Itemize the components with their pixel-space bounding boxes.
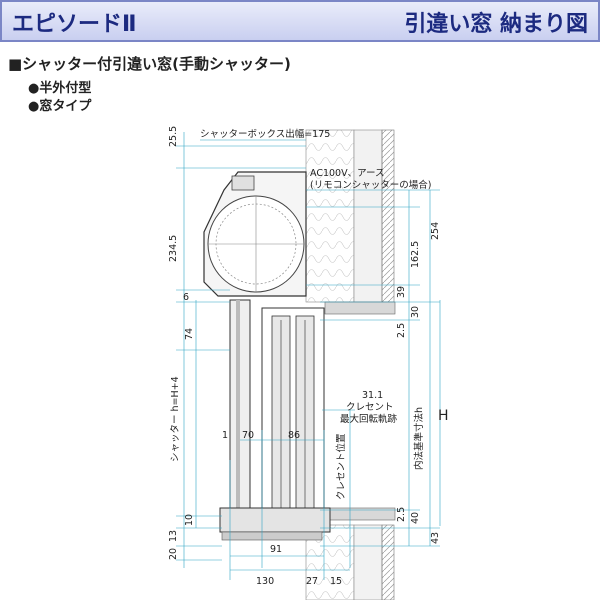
note-ac-1: AC100V、アース (310, 168, 385, 179)
wall (305, 129, 396, 600)
note-crescent-2: 最大回転軌跡 (340, 413, 398, 425)
dim-H: H (438, 408, 449, 424)
dim-inner-h: 内法基準寸法h (413, 407, 425, 470)
dim-20: 20 (168, 548, 179, 560)
bullet-window: ●窓タイプ (28, 99, 92, 114)
dim-43: 43 (430, 532, 441, 544)
shutter-box (203, 171, 307, 297)
note-ac-2: (リモコンシャッターの場合) (310, 179, 431, 191)
dim-2-5-top: 2.5 (396, 323, 407, 338)
dim-86: 86 (288, 430, 300, 441)
dim-shutter-h: シャッター h=H+4 (170, 376, 181, 462)
dim-162-5: 162.5 (410, 241, 421, 268)
dim-27: 27 (306, 576, 318, 587)
dim-15: 15 (330, 576, 342, 587)
dim-13: 13 (168, 530, 179, 542)
dim-1: 1 (222, 430, 228, 441)
title-bar: エピソードⅡ 引違い窓 納まり図 (0, 0, 600, 42)
dimension-lines (176, 132, 441, 580)
page-title: 引違い窓 納まり図 (404, 12, 588, 37)
dim-2-5-bot: 2.5 (396, 507, 407, 522)
dim-40: 40 (410, 512, 421, 524)
dim-70: 70 (242, 430, 254, 441)
dim-30: 30 (410, 306, 421, 318)
dim-234-5: 234.5 (168, 235, 179, 262)
dim-25-5: 25.5 (168, 126, 179, 147)
dim-6: 6 (183, 292, 189, 303)
dim-254: 254 (430, 222, 441, 240)
section-title: ■シャッター付引違い窓(手動シャッター) (8, 55, 291, 73)
dim-box-width: シャッターボックス出幅=175 (200, 128, 330, 140)
dim-74: 74 (184, 328, 195, 340)
series-name: エピソードⅡ (12, 12, 137, 37)
window-section (219, 299, 331, 541)
dim-91: 91 (270, 544, 282, 555)
bullet-type: ●半外付型 (28, 81, 92, 96)
dim-130: 130 (256, 576, 274, 587)
note-crescent-pos: クレセント位置 (335, 433, 347, 500)
dim-31-1: 31.1 (362, 390, 383, 401)
dim-10: 10 (184, 514, 195, 526)
dim-39: 39 (396, 286, 407, 298)
note-crescent-1: クレセント (346, 402, 394, 413)
